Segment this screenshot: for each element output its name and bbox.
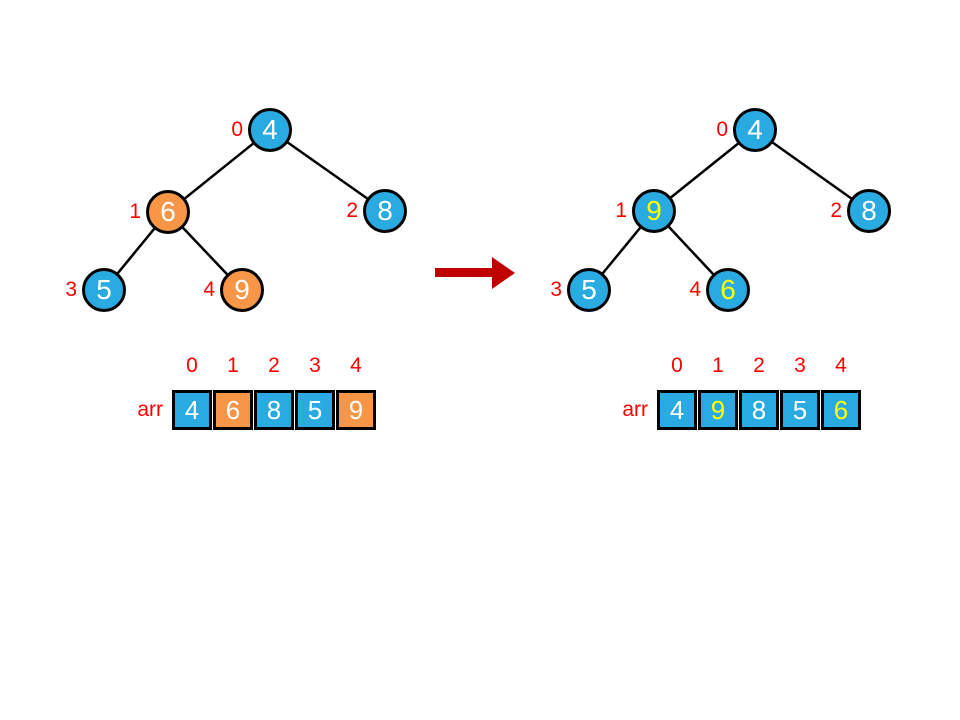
node-value: 6 xyxy=(720,274,736,305)
array-index-label: 4 xyxy=(350,354,362,377)
array-cell-value: 5 xyxy=(792,395,808,425)
node-value: 9 xyxy=(646,195,662,226)
array-cell-value: 9 xyxy=(348,395,364,425)
array-index-label: 0 xyxy=(186,354,198,377)
array-cell: 8 xyxy=(739,390,779,430)
array-cell: 8 xyxy=(254,390,294,430)
right-tree-node-left-left: 5 xyxy=(567,268,611,312)
right-tree-node-root: 4 xyxy=(733,108,777,152)
array-name-label: arr xyxy=(137,398,163,421)
right-tree-node-left: 9 xyxy=(632,189,676,233)
left-tree-node-root: 4 xyxy=(248,108,292,152)
array-index-label: 1 xyxy=(712,354,724,377)
node-index-label: 1 xyxy=(615,199,627,222)
node-index-label: 4 xyxy=(689,278,701,301)
node-value: 9 xyxy=(234,274,250,305)
node-value: 5 xyxy=(581,274,597,305)
node-value: 4 xyxy=(747,114,763,145)
array-cell-value: 4 xyxy=(669,395,685,425)
left-tree-node-left-left: 5 xyxy=(82,268,126,312)
node-value: 6 xyxy=(160,196,176,227)
array-cell: 9 xyxy=(698,390,738,430)
array-cell-value: 9 xyxy=(710,395,726,425)
node-index-label: 0 xyxy=(231,118,243,141)
tree-edge xyxy=(269,128,386,213)
node-value: 8 xyxy=(861,195,877,226)
node-index-label: 1 xyxy=(129,200,141,223)
node-index-label: 3 xyxy=(550,278,562,301)
array-index-label: 1 xyxy=(227,354,239,377)
array-index-label: 2 xyxy=(268,354,280,377)
array-cell: 5 xyxy=(295,390,335,430)
node-value: 5 xyxy=(96,274,112,305)
array-cell: 4 xyxy=(172,390,212,430)
array-index-label: 2 xyxy=(753,354,765,377)
array-index-label: 0 xyxy=(671,354,683,377)
array-index-label: 3 xyxy=(794,354,806,377)
left-tree-node-left-right: 9 xyxy=(220,268,264,312)
array-cell: 4 xyxy=(657,390,697,430)
array-cell-value: 6 xyxy=(225,395,241,425)
node-index-label: 2 xyxy=(830,199,842,222)
right-tree-node-left-right: 6 xyxy=(706,268,750,312)
array-index-label: 3 xyxy=(309,354,321,377)
array-cell: 6 xyxy=(213,390,253,430)
array-cell-value: 8 xyxy=(266,395,282,425)
node-index-label: 3 xyxy=(65,278,77,301)
array-cell-value: 6 xyxy=(833,395,849,425)
array-cell-value: 5 xyxy=(307,395,323,425)
transition-arrow-icon xyxy=(435,257,515,289)
node-value: 8 xyxy=(377,195,393,226)
array-cell: 6 xyxy=(821,390,861,430)
array-cell: 9 xyxy=(336,390,376,430)
array-index-label: 4 xyxy=(835,354,847,377)
left-tree-node-right: 8 xyxy=(363,189,407,233)
node-index-label: 2 xyxy=(346,199,358,222)
right-tree-node-right: 8 xyxy=(847,189,891,233)
array-cell: 5 xyxy=(780,390,820,430)
array-cell-value: 4 xyxy=(184,395,200,425)
node-index-label: 0 xyxy=(716,118,728,141)
node-value: 4 xyxy=(262,114,278,145)
array-cell-value: 8 xyxy=(751,395,767,425)
left-tree-node-left: 6 xyxy=(146,190,190,234)
array-name-label: arr xyxy=(622,398,648,421)
node-index-label: 4 xyxy=(203,278,215,301)
